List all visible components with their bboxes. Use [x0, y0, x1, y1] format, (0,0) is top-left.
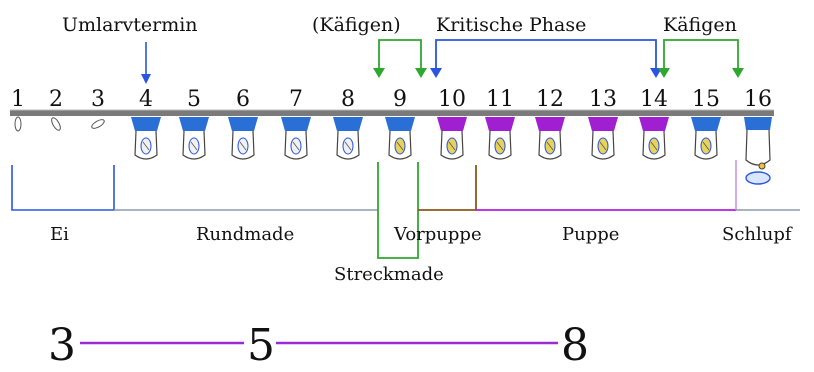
day-number: 3 [91, 87, 105, 112]
ei-bracket [11, 165, 115, 211]
timeline-value-5: 5 [247, 320, 275, 371]
cell-cap [437, 117, 467, 131]
bee-head [758, 162, 766, 170]
comb-bar [10, 110, 774, 116]
cell-row [14, 116, 772, 185]
kaefigen-optional-label: (Käfigen) [312, 14, 401, 36]
emerging-bee [745, 171, 771, 185]
cell-cap [179, 117, 209, 131]
day-number: 12 [536, 87, 564, 112]
brood-cell [14, 116, 22, 132]
umlarvtermin-label: Umlarvtermin [62, 14, 198, 36]
brood-cell [639, 117, 669, 160]
brood-detail [599, 141, 607, 151]
brood-cell [179, 117, 209, 160]
brood-cell [131, 117, 161, 160]
brood-detail [396, 141, 404, 151]
brood-detail [448, 141, 456, 151]
brood-detail [239, 141, 247, 151]
kaefigen-bracket [663, 39, 739, 74]
day-number: 9 [393, 87, 407, 112]
kaefigen-arrow-right [732, 68, 744, 78]
brood-cell [385, 117, 415, 160]
cell-cap [333, 117, 363, 131]
brood-detail [190, 141, 198, 151]
brood-cell [485, 117, 515, 160]
cell-cap [131, 117, 161, 131]
timeline-value-3: 3 [48, 320, 76, 371]
brood-cell [588, 117, 618, 160]
cell-body [745, 129, 771, 166]
brood-cell [91, 119, 105, 129]
brood-detail [142, 141, 150, 151]
brood-cell [691, 117, 721, 160]
cell-cap [485, 117, 515, 131]
stage-label-ei: Ei [50, 224, 69, 245]
day-number: 1 [11, 87, 25, 112]
brood-detail [344, 141, 352, 151]
stage-label-puppe: Puppe [562, 224, 619, 245]
day-number: 16 [744, 87, 772, 112]
brood-cell [437, 117, 467, 160]
day-number: 15 [692, 87, 720, 112]
cell-cap [691, 117, 721, 131]
cell-cap [744, 117, 772, 130]
kritische-phase-arrow-left [430, 68, 442, 78]
stage-label-streckmade: Streckmade [334, 264, 444, 285]
stage-label-vorpuppe: Vorpuppe [393, 224, 482, 245]
day-number: 10 [438, 87, 466, 112]
egg-shape [51, 117, 61, 131]
kaefigen-optional-bracket [378, 39, 422, 74]
brood-detail [496, 141, 504, 151]
day-number: 11 [486, 87, 514, 112]
cell-cap [228, 117, 258, 131]
kaefigen-arrow-left [658, 68, 670, 78]
cell-cap [535, 117, 565, 131]
kritische-phase-bracket [435, 39, 657, 74]
kaefigen-optional-arrow-left [373, 68, 385, 78]
brood-detail [702, 141, 710, 151]
brood-cell [281, 117, 311, 160]
stage-label-schlupf: Schlupf [722, 224, 793, 245]
egg-shape [14, 116, 22, 132]
cell-cap [281, 117, 311, 131]
day-number: 8 [341, 87, 355, 112]
kaefigen-label: Käfigen [663, 14, 737, 36]
cell-cap [588, 117, 618, 131]
brood-cell [535, 117, 565, 160]
cell-cap [385, 117, 415, 131]
day-number: 2 [49, 87, 63, 112]
kaefigen-optional-arrow-right [415, 68, 427, 78]
brood-cell [333, 117, 363, 160]
day-number: 4 [139, 87, 153, 112]
brood-detail [650, 141, 658, 151]
timeline-value-8: 8 [561, 320, 589, 371]
vorpuppe-bracket [418, 165, 477, 211]
kritische-phase-label: Kritische Phase [436, 14, 586, 36]
egg-shape [91, 119, 105, 129]
brood-cell [228, 117, 258, 160]
day-number: 6 [236, 87, 250, 112]
brood-detail [292, 141, 300, 151]
day-number: 13 [589, 87, 617, 112]
day-number: 7 [289, 87, 303, 112]
cell-cap [639, 117, 669, 131]
day-number: 14 [640, 87, 668, 112]
brood-detail [546, 141, 554, 151]
kritische-phase-arrow-right [650, 68, 662, 78]
brood-cell [744, 117, 772, 185]
stage-label-rundmade: Rundmade [196, 224, 294, 245]
umlarvtermin-arrow [141, 42, 151, 84]
brood-cell [51, 117, 61, 131]
day-number: 5 [187, 87, 201, 112]
